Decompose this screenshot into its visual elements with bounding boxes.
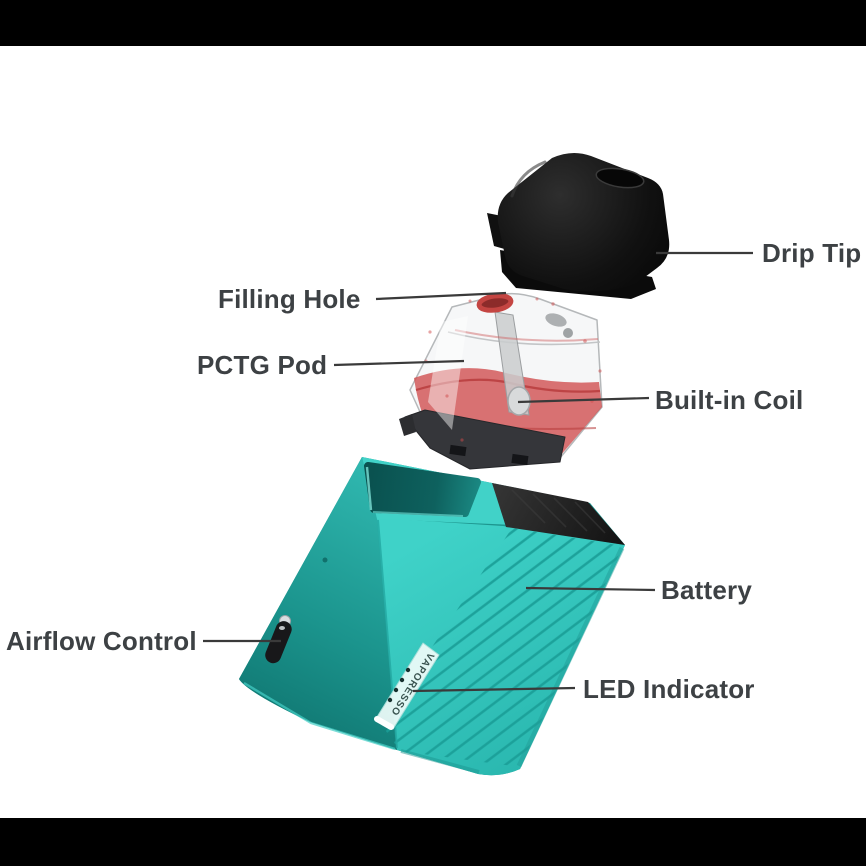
pod-slot-rim-highlight-front (372, 511, 464, 517)
pod-red-trim (454, 329, 599, 342)
side-pinhole (322, 557, 328, 563)
drip-tip-highlight (510, 160, 547, 198)
left-bottom-edge-highlight (243, 681, 396, 751)
battery-left-face (239, 457, 397, 750)
leader-line-built-in-coil (517, 396, 650, 404)
airflow-slot-icon (265, 621, 292, 664)
label-built-in-coil: Built-in Coil (655, 385, 804, 415)
leader-line-led-indicator (412, 686, 576, 693)
black-top-panel-texture (511, 489, 606, 534)
black-top-panel (492, 483, 625, 545)
pod-illustration (399, 292, 603, 470)
label-pctg-pod: PCTG Pod (197, 350, 328, 380)
label-filling-hole: Filling Hole (218, 284, 361, 314)
label-drip-tip: Drip Tip (762, 238, 862, 268)
bottom-edge-bevel (400, 749, 480, 774)
pod-base-tab (399, 414, 416, 436)
pod-base-notch-1 (449, 444, 467, 457)
drip-tip-cap (497, 152, 670, 292)
letterbox-bar-top (0, 0, 866, 46)
pod-base (404, 409, 566, 470)
label-airflow-control: Airflow Control (6, 626, 197, 656)
leader-line-pctg-pod (333, 359, 465, 367)
pod-slot-rim-highlight (365, 466, 373, 511)
airflow-slot-highlight (279, 626, 285, 630)
drip-tip-illustration (487, 152, 670, 299)
filling-hole-plug-icon (476, 293, 514, 313)
pod-base-notch-2 (511, 453, 529, 466)
label-battery: Battery (661, 575, 752, 605)
pod-sheen (428, 316, 468, 430)
letterbox-bar-bottom (0, 818, 866, 866)
led-indicator-dots (387, 667, 411, 703)
pod-slot-recess (364, 462, 481, 517)
battery-illustration: VAPORESSO (239, 457, 625, 776)
pod-mech-detail (545, 313, 567, 327)
pod-cap-seam (447, 331, 601, 346)
right-edge-bevel (516, 546, 625, 768)
label-led-indicator: LED Indicator (583, 674, 755, 704)
leader-line-filling-hole (375, 291, 507, 301)
leader-line-battery (525, 586, 656, 592)
leader-lines (203, 251, 753, 693)
brand-band-white-dash (374, 716, 394, 730)
drip-tip-mouth-hole-icon (595, 167, 645, 189)
pod-mech-detail-2 (563, 328, 573, 338)
